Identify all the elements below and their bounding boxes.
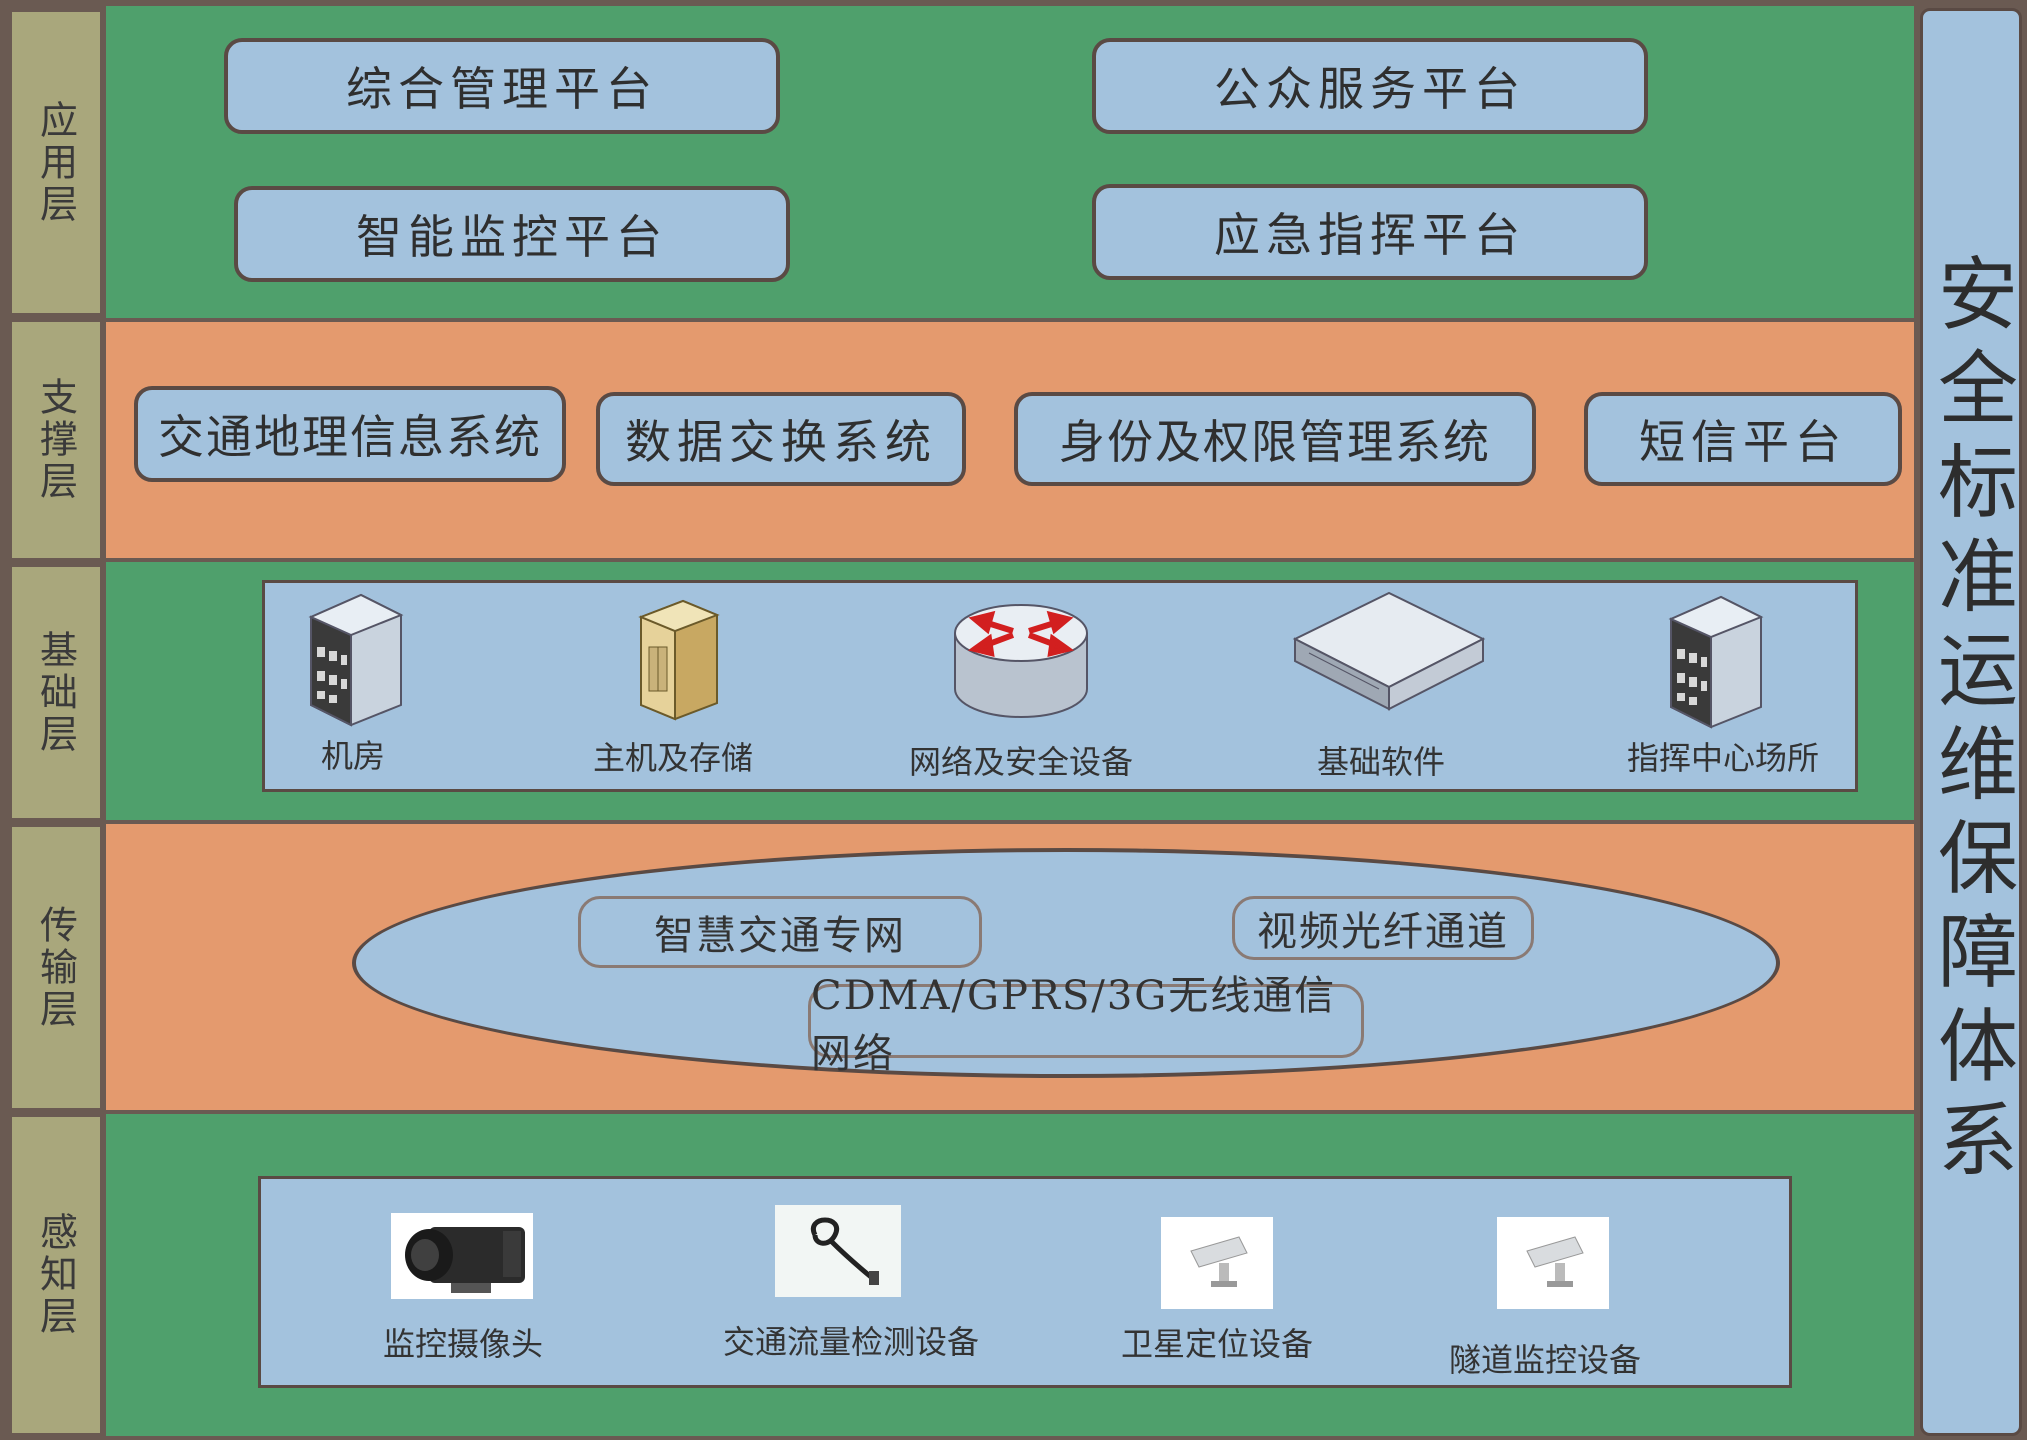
rack-device-icon [1292,591,1486,711]
infra-label-command-center: 指挥中心场所 [1626,739,1820,777]
server-tower-icon [1668,595,1764,729]
layer-label-infrastructure: 基础层 [10,565,102,820]
network-video-fiber: 视频光纤通道 [1232,896,1534,960]
layer-label-transmission: 传输层 [10,825,102,1110]
infra-label-host-storage: 主机及存储 [592,739,754,777]
server-tower-icon [308,593,404,727]
system-sms-platform: 短信平台 [1584,392,1902,486]
infra-label-network-security: 网络及安全设备 [908,743,1134,781]
perception-label-satellite: 卫星定位设备 [1120,1325,1314,1363]
layer-label-perception: 感知层 [10,1115,102,1435]
cctv-icon [1161,1217,1273,1309]
network-smart-traffic: 智慧交通专网 [578,896,982,968]
infrastructure-panel: 机房 主机及存储 网络及安全设备 [262,580,1858,792]
system-identity-permission: 身份及权限管理系统 [1014,392,1536,486]
platform-emergency-command: 应急指挥平台 [1092,184,1648,280]
platform-comprehensive-mgmt: 综合管理平台 [224,38,780,134]
host-storage-icon [638,599,720,721]
platform-public-service: 公众服务平台 [1092,38,1648,134]
network-wireless: CDMA/GPRS/3G无线通信网络 [808,973,1364,1077]
platform-intelligent-monitoring: 智能监控平台 [234,186,790,282]
security-system-column: 安全标准运维保障体系 [1920,8,2022,1436]
system-traffic-gis: 交通地理信息系统 [134,386,566,482]
infra-label-base-software: 基础软件 [1316,743,1446,781]
perception-label-camera: 监控摄像头 [382,1325,544,1363]
system-data-exchange: 数据交换系统 [596,392,966,486]
perception-label-tunnel: 隧道监控设备 [1448,1341,1642,1379]
infra-label-machine-room: 机房 [320,737,386,775]
cctv-icon [1497,1217,1609,1309]
perception-band: 监控摄像头 交通流量检测设备 卫星定位设备 [106,1114,1914,1436]
support-band: 交通地理信息系统 数据交换系统 身份及权限管理系统 短信平台 [106,322,1914,558]
router-icon [954,604,1088,718]
infrastructure-band: 机房 主机及存储 网络及安全设备 [106,562,1914,820]
layer-label-support: 支撑层 [10,320,102,560]
application-band: 综合管理平台 公众服务平台 智能监控平台 应急指挥平台 [106,6,1914,318]
loop-sensor-icon [775,1205,901,1297]
camera-icon [391,1213,533,1299]
perception-panel: 监控摄像头 交通流量检测设备 卫星定位设备 [258,1176,1792,1388]
layer-label-application: 应用层 [10,10,102,315]
perception-label-traffic-flow: 交通流量检测设备 [722,1323,980,1361]
